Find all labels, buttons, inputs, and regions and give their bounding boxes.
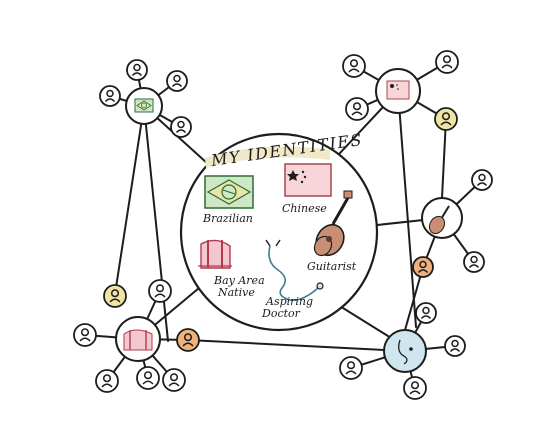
hub-guitar	[421, 197, 463, 239]
hub-brazil	[125, 87, 163, 125]
person-icon	[126, 59, 148, 81]
connection-line	[143, 105, 169, 342]
china-flag-icon	[284, 163, 332, 197]
hub-bay-area	[115, 316, 161, 362]
identity-label-doctor-line1: Aspiring	[265, 295, 313, 308]
person-icon	[103, 284, 127, 308]
person-icon	[339, 356, 363, 380]
identity-label-brazilian: Brazilian	[202, 212, 253, 225]
person-icon	[170, 116, 192, 138]
identity-label-doctor-line2: Doctor	[261, 307, 301, 320]
people-nodes	[73, 50, 493, 400]
hub-doctor	[383, 329, 427, 373]
golden-gate-bridge-icon	[198, 239, 232, 269]
connection-line	[441, 118, 447, 199]
person-icon	[73, 323, 97, 347]
title-highlight	[205, 146, 330, 168]
brazil-flag-icon	[204, 175, 254, 209]
person-icon	[434, 107, 458, 131]
person-icon	[162, 368, 186, 392]
stethoscope-icon	[265, 239, 324, 302]
person-icon	[403, 376, 427, 400]
person-icon	[463, 251, 485, 273]
hub-china	[375, 68, 421, 114]
connection-line	[397, 90, 417, 328]
identity-label-chinese: Chinese	[282, 202, 327, 215]
person-icon	[99, 85, 121, 107]
person-icon	[345, 97, 369, 121]
person-icon	[148, 279, 172, 303]
person-icon	[176, 328, 200, 352]
person-icon	[136, 366, 160, 390]
person-icon	[342, 54, 366, 78]
person-icon	[412, 256, 434, 278]
person-icon	[471, 169, 493, 191]
connection-line	[114, 105, 145, 295]
identity-label-bay-area-line2: Native	[217, 286, 255, 299]
identity-label-guitarist: Guitarist	[307, 260, 357, 273]
person-icon	[444, 335, 466, 357]
person-icon	[166, 70, 188, 92]
connection-line	[404, 266, 424, 331]
guitar-icon	[313, 190, 353, 257]
person-icon	[95, 369, 119, 393]
identity-label-bay-area-line1: Bay Area	[213, 274, 265, 287]
connection-line	[187, 339, 385, 351]
person-icon	[435, 50, 459, 74]
person-icon	[415, 302, 437, 324]
